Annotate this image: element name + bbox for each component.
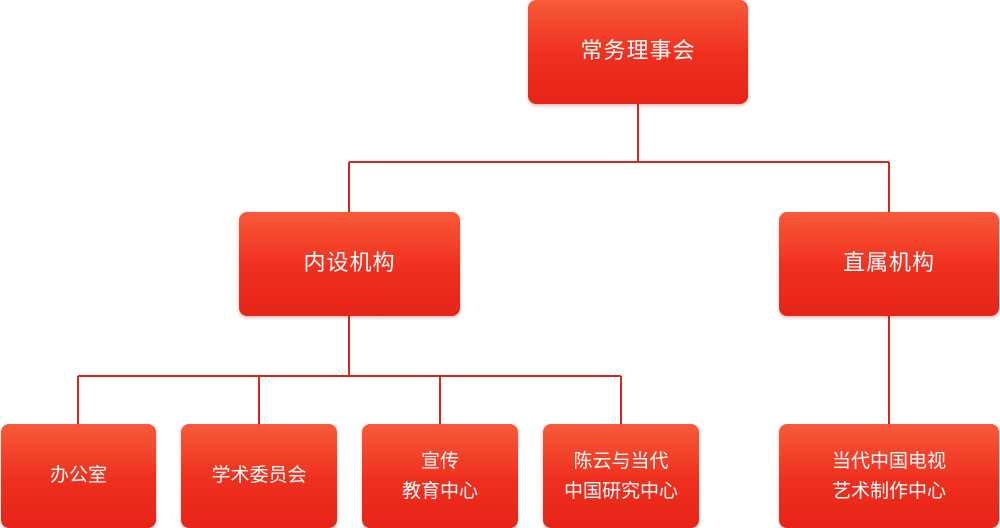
node-direct-label: 直属机构 — [842, 251, 935, 277]
node-internal-unit-3: 宣传 教育中心 — [362, 424, 518, 528]
node-internal-unit-3-label: 宣传 教育中心 — [402, 446, 478, 506]
node-internal-unit-4-line1: 陈云与当代 — [573, 450, 669, 472]
node-internal-label: 内设机构 — [303, 251, 396, 277]
node-internal-unit-3-line2: 教育中心 — [401, 480, 478, 502]
node-internal-unit-1-label: 办公室 — [49, 464, 107, 487]
node-internal-unit-4: 陈云与当代 中国研究中心 — [543, 424, 699, 528]
node-root-label: 常务理事会 — [580, 39, 696, 65]
node-internal-unit-1: 办公室 — [1, 424, 156, 528]
node-direct: 直属机构 — [779, 212, 999, 316]
node-direct-unit-1-line1: 当代中国电视 — [831, 450, 946, 472]
node-direct-unit-1-line2: 艺术制作中心 — [831, 480, 946, 502]
node-direct-unit-1-label: 当代中国电视 艺术制作中心 — [832, 446, 946, 506]
node-direct-unit-1: 当代中国电视 艺术制作中心 — [779, 424, 999, 528]
node-internal-unit-2: 学术委员会 — [181, 424, 337, 528]
node-internal-unit-4-label: 陈云与当代 中国研究中心 — [564, 446, 678, 506]
node-internal: 内设机构 — [239, 212, 460, 316]
node-internal-unit-4-line2: 中国研究中心 — [563, 480, 678, 502]
node-root: 常务理事会 — [528, 0, 748, 104]
node-internal-unit-3-line1: 宣传 — [420, 450, 459, 472]
node-internal-unit-2-label: 学术委员会 — [211, 464, 307, 487]
